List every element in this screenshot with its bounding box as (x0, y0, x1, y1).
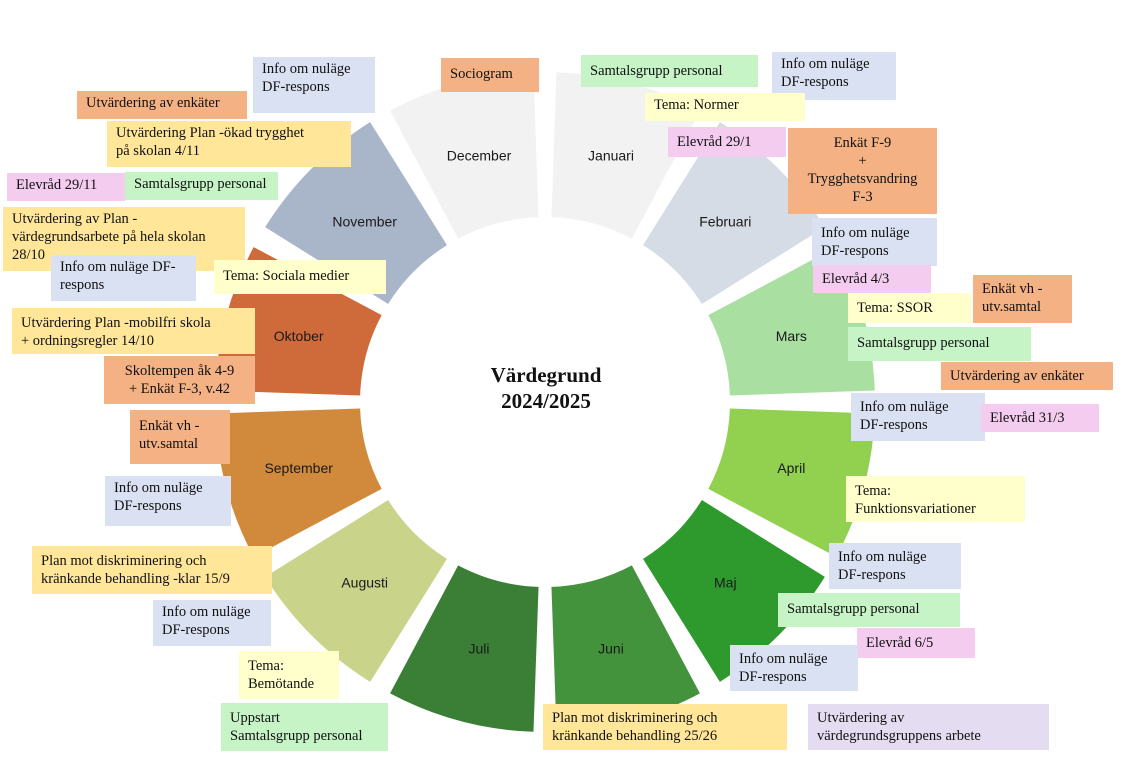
note-plan-klar: Plan mot diskriminering och kränkande be… (32, 546, 272, 594)
note-plan-2526: Plan mot diskriminering och kränkande be… (543, 704, 787, 750)
note-info-jan: Info om nuläge DF-respons (772, 52, 896, 100)
month-label-april: April (777, 460, 805, 476)
note-tema-bemotande: Tema: Bemötande (239, 651, 339, 699)
center-title: Värdegrund 2024/2025 (446, 362, 646, 414)
note-elevrad-nov: Elevråd 29/11 (7, 173, 125, 201)
title-line-1: Värdegrund (490, 363, 602, 387)
note-tema-normer: Tema: Normer (645, 93, 805, 121)
month-label-november: November (332, 214, 397, 230)
note-elevrad-maj: Elevråd 6/5 (857, 628, 975, 658)
note-info-sep: Info om nuläge DF-respons (105, 476, 231, 526)
note-uppstart-samtal: Uppstart Samtalsgrupp personal (221, 703, 388, 751)
note-skoltempen: Skoltempen åk 4-9 + Enkät F-3, v.42 (104, 356, 255, 404)
title-line-2: 2024/2025 (501, 389, 591, 413)
note-tema-sociala-medier: Tema: Sociala medier (214, 260, 386, 294)
note-tema-funktion: Tema: Funktionsvariationer (846, 476, 1025, 522)
month-label-september: September (264, 460, 333, 476)
month-segment-december (390, 72, 539, 239)
note-info-okt: Info om nuläge DF- respons (51, 255, 196, 301)
note-enkat-f9: Enkät F-9 + Trygghetsvandring F-3 (788, 128, 937, 214)
note-tema-ssor: Tema: SSOR (848, 293, 971, 323)
month-segment-september (215, 408, 382, 557)
note-utv-mobilfri: Utvärdering Plan -mobilfri skola + ordni… (12, 308, 255, 354)
month-label-augusti: Augusti (341, 574, 388, 590)
month-segment-augusti (265, 500, 447, 682)
note-info-aug: Info om nuläge DF-respons (153, 600, 271, 646)
month-segment-juli (390, 565, 539, 732)
note-info-dec: Info om nuläge DF-respons (253, 57, 375, 113)
note-enkat-vh-sep: Enkät vh - utv.samtal (130, 410, 230, 464)
note-info-jun: Info om nuläge DF-respons (730, 645, 858, 691)
note-utv-enkater-mar: Utvärdering av enkäter (941, 362, 1113, 390)
month-label-december: December (447, 148, 512, 164)
note-samtal-jan: Samtalsgrupp personal (581, 55, 758, 87)
note-elevrad-apr: Elevråd 31/3 (981, 404, 1099, 432)
month-segment-maj (643, 500, 825, 682)
month-segment-april (708, 408, 875, 557)
note-elevrad-jan: Elevråd 29/1 (668, 127, 786, 157)
month-label-oktober: Oktober (274, 328, 324, 344)
note-utv-plan-trygghet: Utvärdering Plan -ökad trygghet på skola… (107, 121, 351, 167)
note-elevrad-mar: Elevråd 4/3 (813, 265, 931, 293)
month-segment-juni (551, 565, 700, 732)
month-label-januari: Januari (588, 148, 634, 164)
note-samtal-mar: Samtalsgrupp personal (848, 327, 1031, 361)
month-segment-februari (643, 122, 825, 304)
note-utv-vardegrundsgrupp: Utvärdering av värdegrundsgruppens arbet… (808, 704, 1049, 750)
note-sociogram: Sociogram (441, 58, 539, 92)
month-label-maj: Maj (714, 574, 737, 590)
note-samtal-nov: Samtalsgrupp personal (125, 172, 278, 200)
month-label-mars: Mars (776, 328, 807, 344)
month-segment-november (265, 122, 447, 304)
note-info-apr: Info om nuläge DF-respons (851, 393, 985, 441)
note-samtal-maj: Samtalsgrupp personal (778, 593, 960, 627)
note-info-maj: Info om nuläge DF-respons (829, 543, 961, 589)
month-label-juli: Juli (468, 640, 489, 656)
note-utv-vardegrund: Utvärdering av Plan - värdegrundsarbete … (3, 207, 245, 271)
month-label-juni: Juni (598, 640, 624, 656)
month-label-februari: Februari (699, 214, 751, 230)
note-info-feb: Info om nuläge DF-respons (812, 218, 937, 266)
note-enkat-vh-mar: Enkät vh - utv.samtal (973, 275, 1072, 323)
note-utv-enkater-nov: Utvärdering av enkäter (77, 91, 247, 119)
